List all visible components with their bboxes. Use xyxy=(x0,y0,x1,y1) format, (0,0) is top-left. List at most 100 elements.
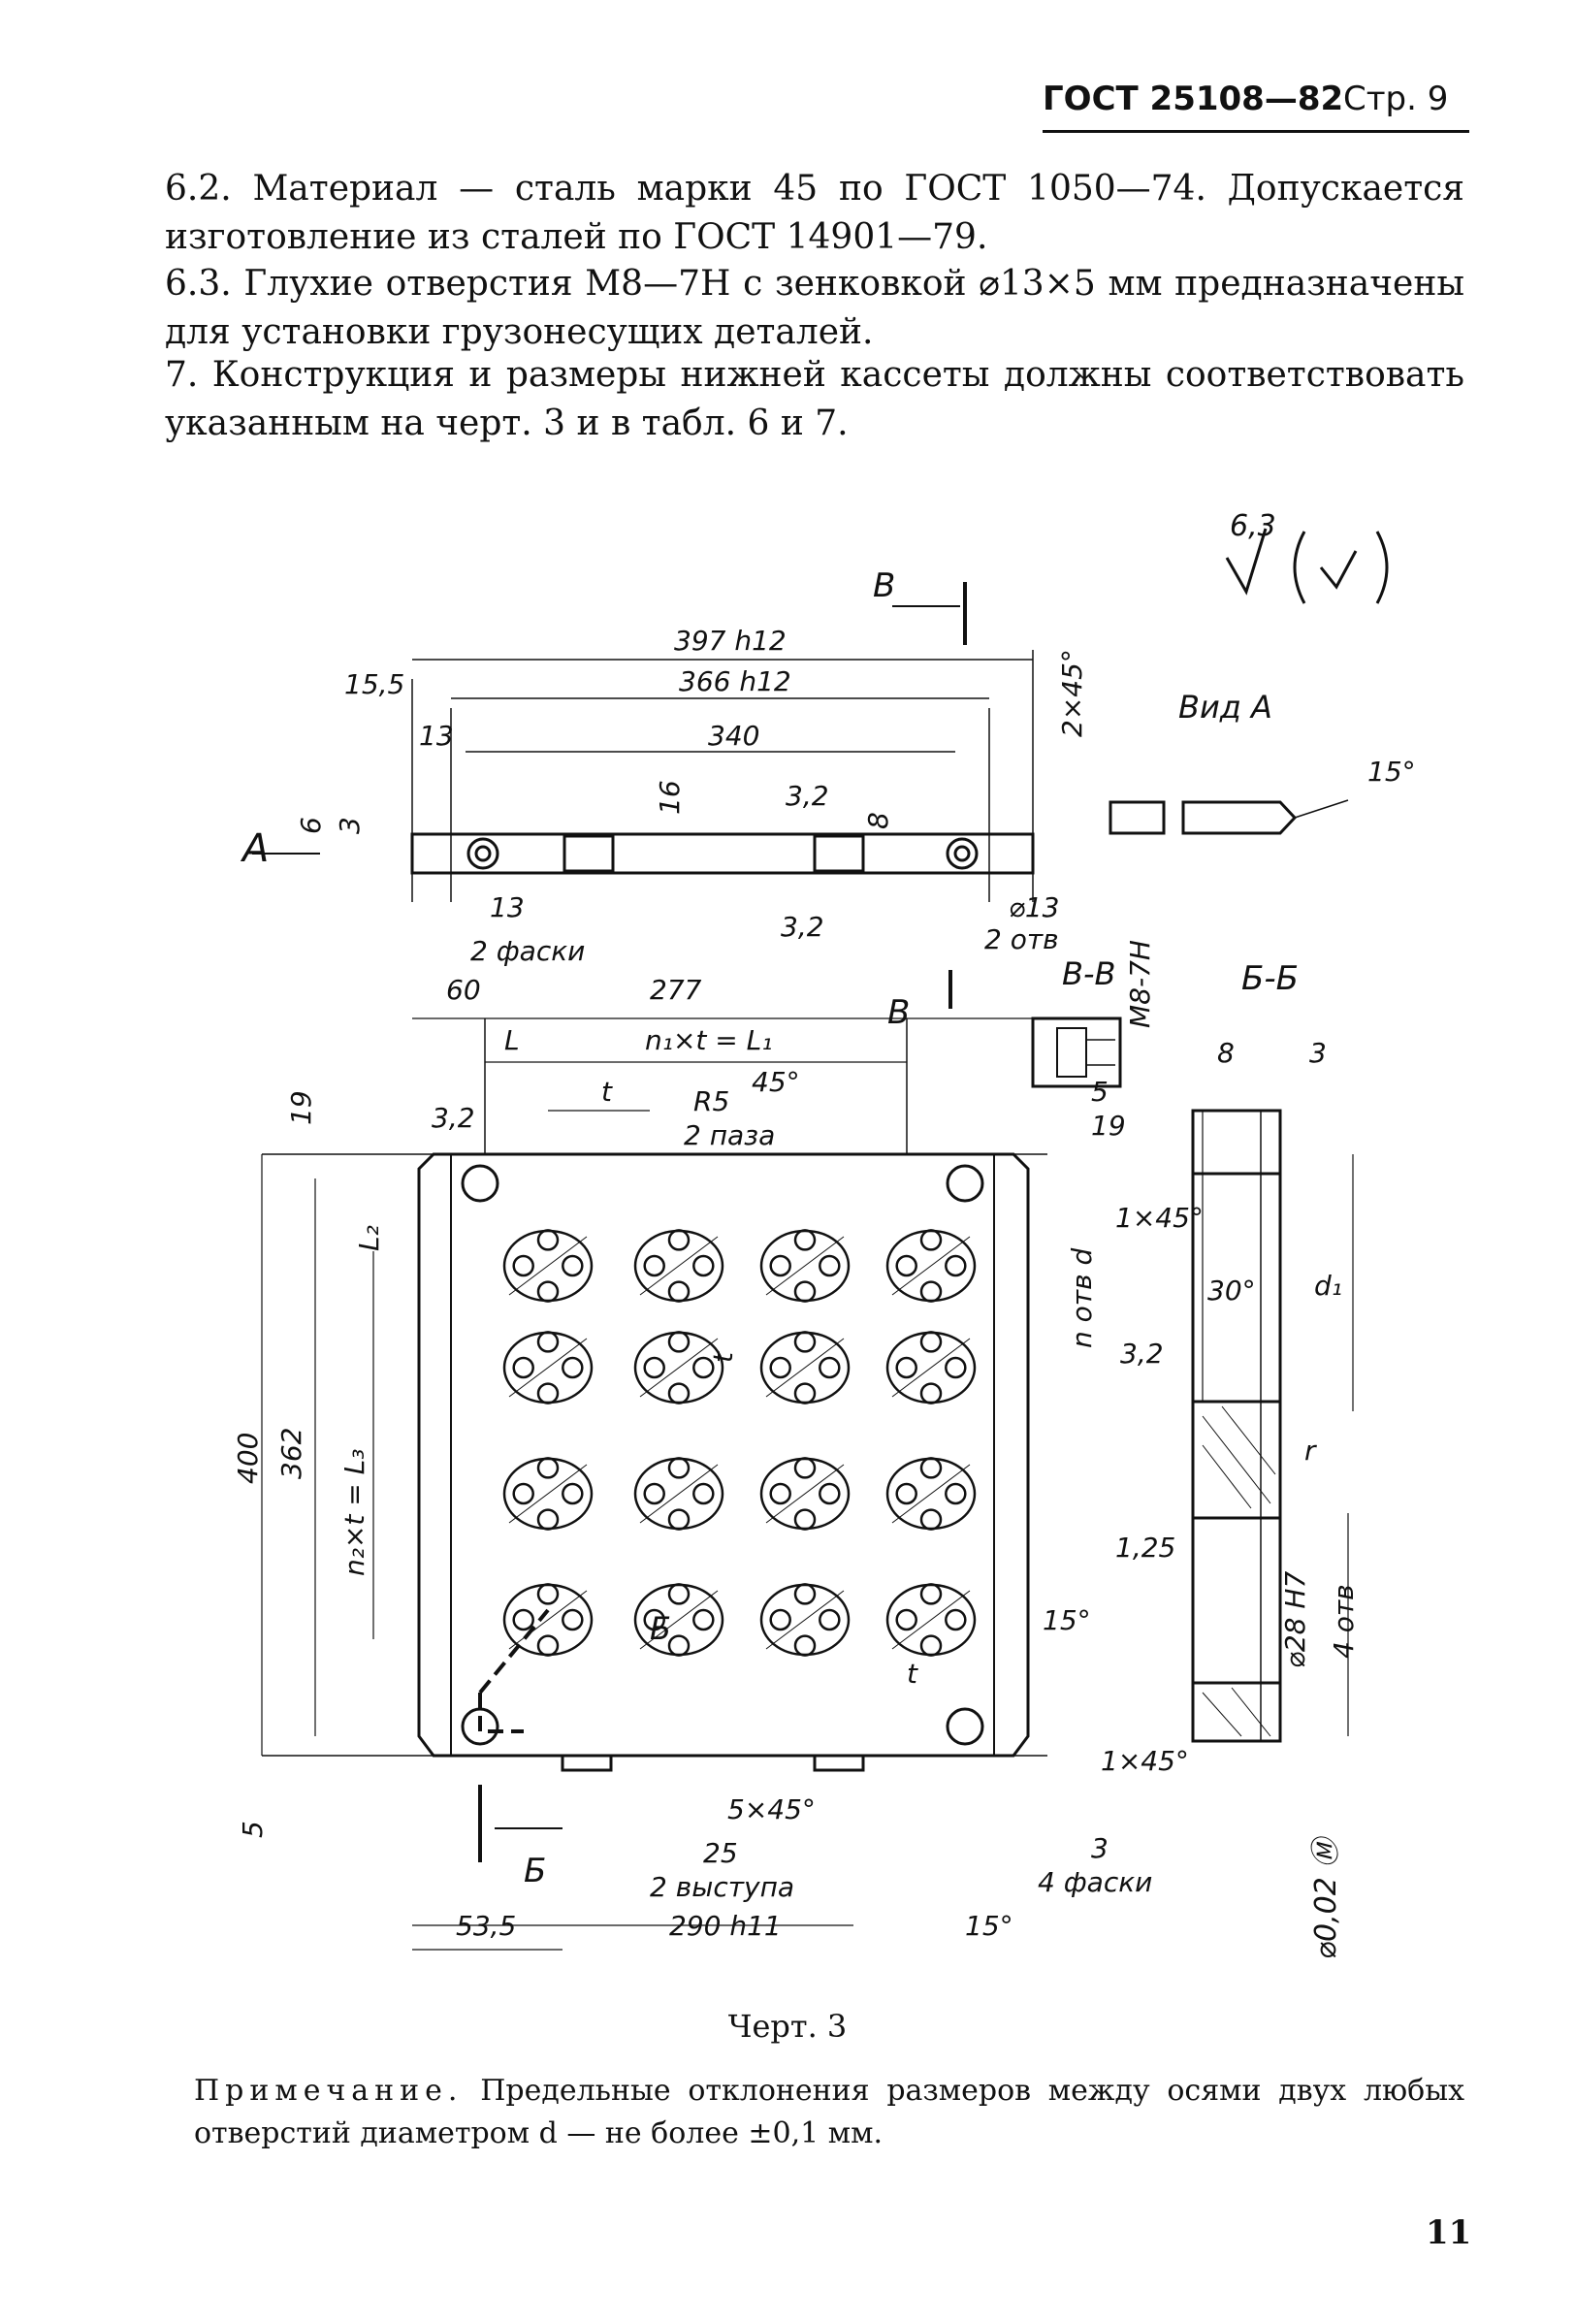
dim-2-lugs: 2 выступа xyxy=(650,1871,794,1903)
dim-19-vv: 19 xyxy=(1091,1110,1126,1142)
dim-n1t-L1: n₁×t = L₁ xyxy=(645,1024,773,1056)
dim-45deg: 45° xyxy=(752,1066,800,1098)
dim-3-plan: 3 xyxy=(1091,1832,1109,1864)
paragraph-7: 7. Конструкция и размеры нижней кассеты … xyxy=(165,355,1464,443)
section-bb xyxy=(1191,1109,1282,1743)
drawing-labels: 6,3 В 397 h12 366 h12 340 15,5 13 A 3,2 … xyxy=(240,509,1416,1942)
pocket-cutout xyxy=(885,1229,977,1303)
page-number: 11 xyxy=(1426,2213,1472,2252)
dim-397: 397 h12 xyxy=(674,625,787,657)
dim-3-2-plan: 3,2 xyxy=(432,1102,475,1134)
paragraph-6-3: 6.3. Глухие отверстия М8—7Н с зенковкой … xyxy=(165,264,1464,352)
pocket-cutout xyxy=(633,1583,724,1657)
dim-19-plan: 19 xyxy=(285,1090,317,1125)
pocket-cutout xyxy=(759,1229,851,1303)
pocket-cutout xyxy=(502,1229,594,1303)
dim-L2: L₂ xyxy=(353,1225,385,1251)
section-label-v-top: В xyxy=(873,566,895,605)
view-a-angle: 15° xyxy=(1367,756,1416,788)
section-vv-title: В-В xyxy=(1062,955,1115,992)
pocket-cutout xyxy=(759,1583,851,1657)
dim-1x45-top: 1×45° xyxy=(1115,1202,1204,1234)
view-a-title: Вид A xyxy=(1178,689,1272,726)
dim-15deg-bb: 15° xyxy=(1043,1604,1091,1636)
dim-d1: d₁ xyxy=(1314,1270,1342,1302)
dim-25: 25 xyxy=(703,1837,738,1869)
roughness-symbol xyxy=(1225,528,1389,604)
dim-4-holes: 4 отв xyxy=(1328,1584,1360,1659)
dim-d13: ⌀13 xyxy=(1009,891,1060,923)
dim-R5: R5 xyxy=(693,1085,729,1117)
pocket-grid xyxy=(502,1229,977,1657)
roughness-value: 6,3 xyxy=(1230,509,1276,543)
dim-15-5: 15,5 xyxy=(344,668,404,700)
dim-L: L xyxy=(504,1024,520,1056)
thread-m8: М8-7Н xyxy=(1124,940,1156,1028)
dim-2x45-top: 2×45° xyxy=(1056,649,1088,737)
dim-3-top: 3 xyxy=(334,817,366,834)
pocket-cutout xyxy=(885,1331,977,1404)
paragraph-6-2: 6.2. Материал — сталь марки 45 по ГОСТ 1… xyxy=(165,169,1464,257)
position-tolerance: ⌀0,02 Ⓜ xyxy=(1309,1835,1343,1959)
figure-caption: Черт. 3 xyxy=(727,2008,848,2045)
dim-t-horiz: t xyxy=(601,1076,613,1108)
dim-366: 366 h12 xyxy=(679,665,791,697)
dim-13-bottom: 13 xyxy=(490,891,525,923)
dim-8-top: 8 xyxy=(862,812,894,829)
dim-3-bb: 3 xyxy=(1309,1037,1327,1069)
page-header: ГОСТ 25108—82 Стр. 9 xyxy=(1043,80,1469,138)
standard-number: ГОСТ 25108—82 xyxy=(1043,80,1344,118)
dim-2-holes: 2 отв xyxy=(984,923,1059,955)
pocket-cutout xyxy=(633,1457,724,1531)
pocket-cutout xyxy=(885,1457,977,1531)
dim-4-chamfers: 4 фаски xyxy=(1038,1866,1152,1898)
dim-5-plan: 5 xyxy=(237,1821,269,1838)
plan-view xyxy=(262,970,1047,1862)
note-text: Предельные отклонения размеров между ося… xyxy=(194,2074,1464,2150)
note: Примечание. Предельные отклонения размер… xyxy=(194,2070,1464,2155)
dim-1-25: 1,25 xyxy=(1115,1532,1175,1564)
dim-5x45: 5×45° xyxy=(727,1793,816,1825)
section-label-v-plan: В xyxy=(887,993,910,1032)
section-label-b-bottom: Б xyxy=(524,1852,546,1890)
dim-3-2-top: 3,2 xyxy=(786,780,829,812)
dim-d28: ⌀28 H7 xyxy=(1279,1571,1311,1668)
pocket-cutout xyxy=(633,1331,724,1404)
dim-8: 8 xyxy=(1217,1037,1235,1069)
dim-1x45-bottom: 1×45° xyxy=(1101,1745,1189,1777)
pocket-cutout xyxy=(502,1583,594,1657)
dim-n-holes-d: n отв d xyxy=(1066,1248,1098,1348)
header-rule xyxy=(1043,130,1469,133)
top-view xyxy=(252,582,1035,902)
section-label-b-inner: Б xyxy=(650,1610,671,1647)
dim-15deg-plan: 15° xyxy=(965,1910,1013,1942)
page-label: Стр. 9 xyxy=(1343,80,1449,118)
dimension-lines xyxy=(261,1017,1354,1951)
pocket-cutout xyxy=(502,1457,594,1531)
dim-277: 277 xyxy=(650,974,702,1006)
view-a-arrow-label: A xyxy=(240,826,269,871)
dim-400: 400 xyxy=(232,1433,264,1484)
pocket-cutout xyxy=(759,1331,851,1404)
dim-5: 5 xyxy=(1091,1076,1109,1108)
note-label: Примечание. xyxy=(194,2074,464,2108)
dim-2-chamfers: 2 фаски xyxy=(470,935,585,967)
dim-362: 362 xyxy=(275,1428,307,1479)
section-vv xyxy=(1031,1017,1122,1088)
dim-290: 290 h11 xyxy=(669,1910,782,1942)
dim-3-2-bottom: 3,2 xyxy=(781,911,824,943)
dim-3-2-bb: 3,2 xyxy=(1120,1338,1164,1370)
dim-340: 340 xyxy=(708,720,759,752)
dim-2-slots: 2 паза xyxy=(684,1119,775,1151)
pocket-cutout xyxy=(633,1229,724,1303)
dim-n2t-L3: n₂×t = L₃ xyxy=(338,1449,370,1577)
pocket-cutout xyxy=(885,1583,977,1657)
dim-t-vert: t xyxy=(907,1658,918,1690)
pocket-cutout xyxy=(502,1331,594,1404)
dim-16: 16 xyxy=(654,780,686,815)
vertical-labels: 2×45° 6 3 16 8 М8-7Н n отв d ⌀28 H7 4 от… xyxy=(232,649,1360,1959)
pocket-cutout xyxy=(759,1457,851,1531)
dim-53-5: 53,5 xyxy=(456,1910,516,1942)
view-a xyxy=(1109,799,1349,835)
